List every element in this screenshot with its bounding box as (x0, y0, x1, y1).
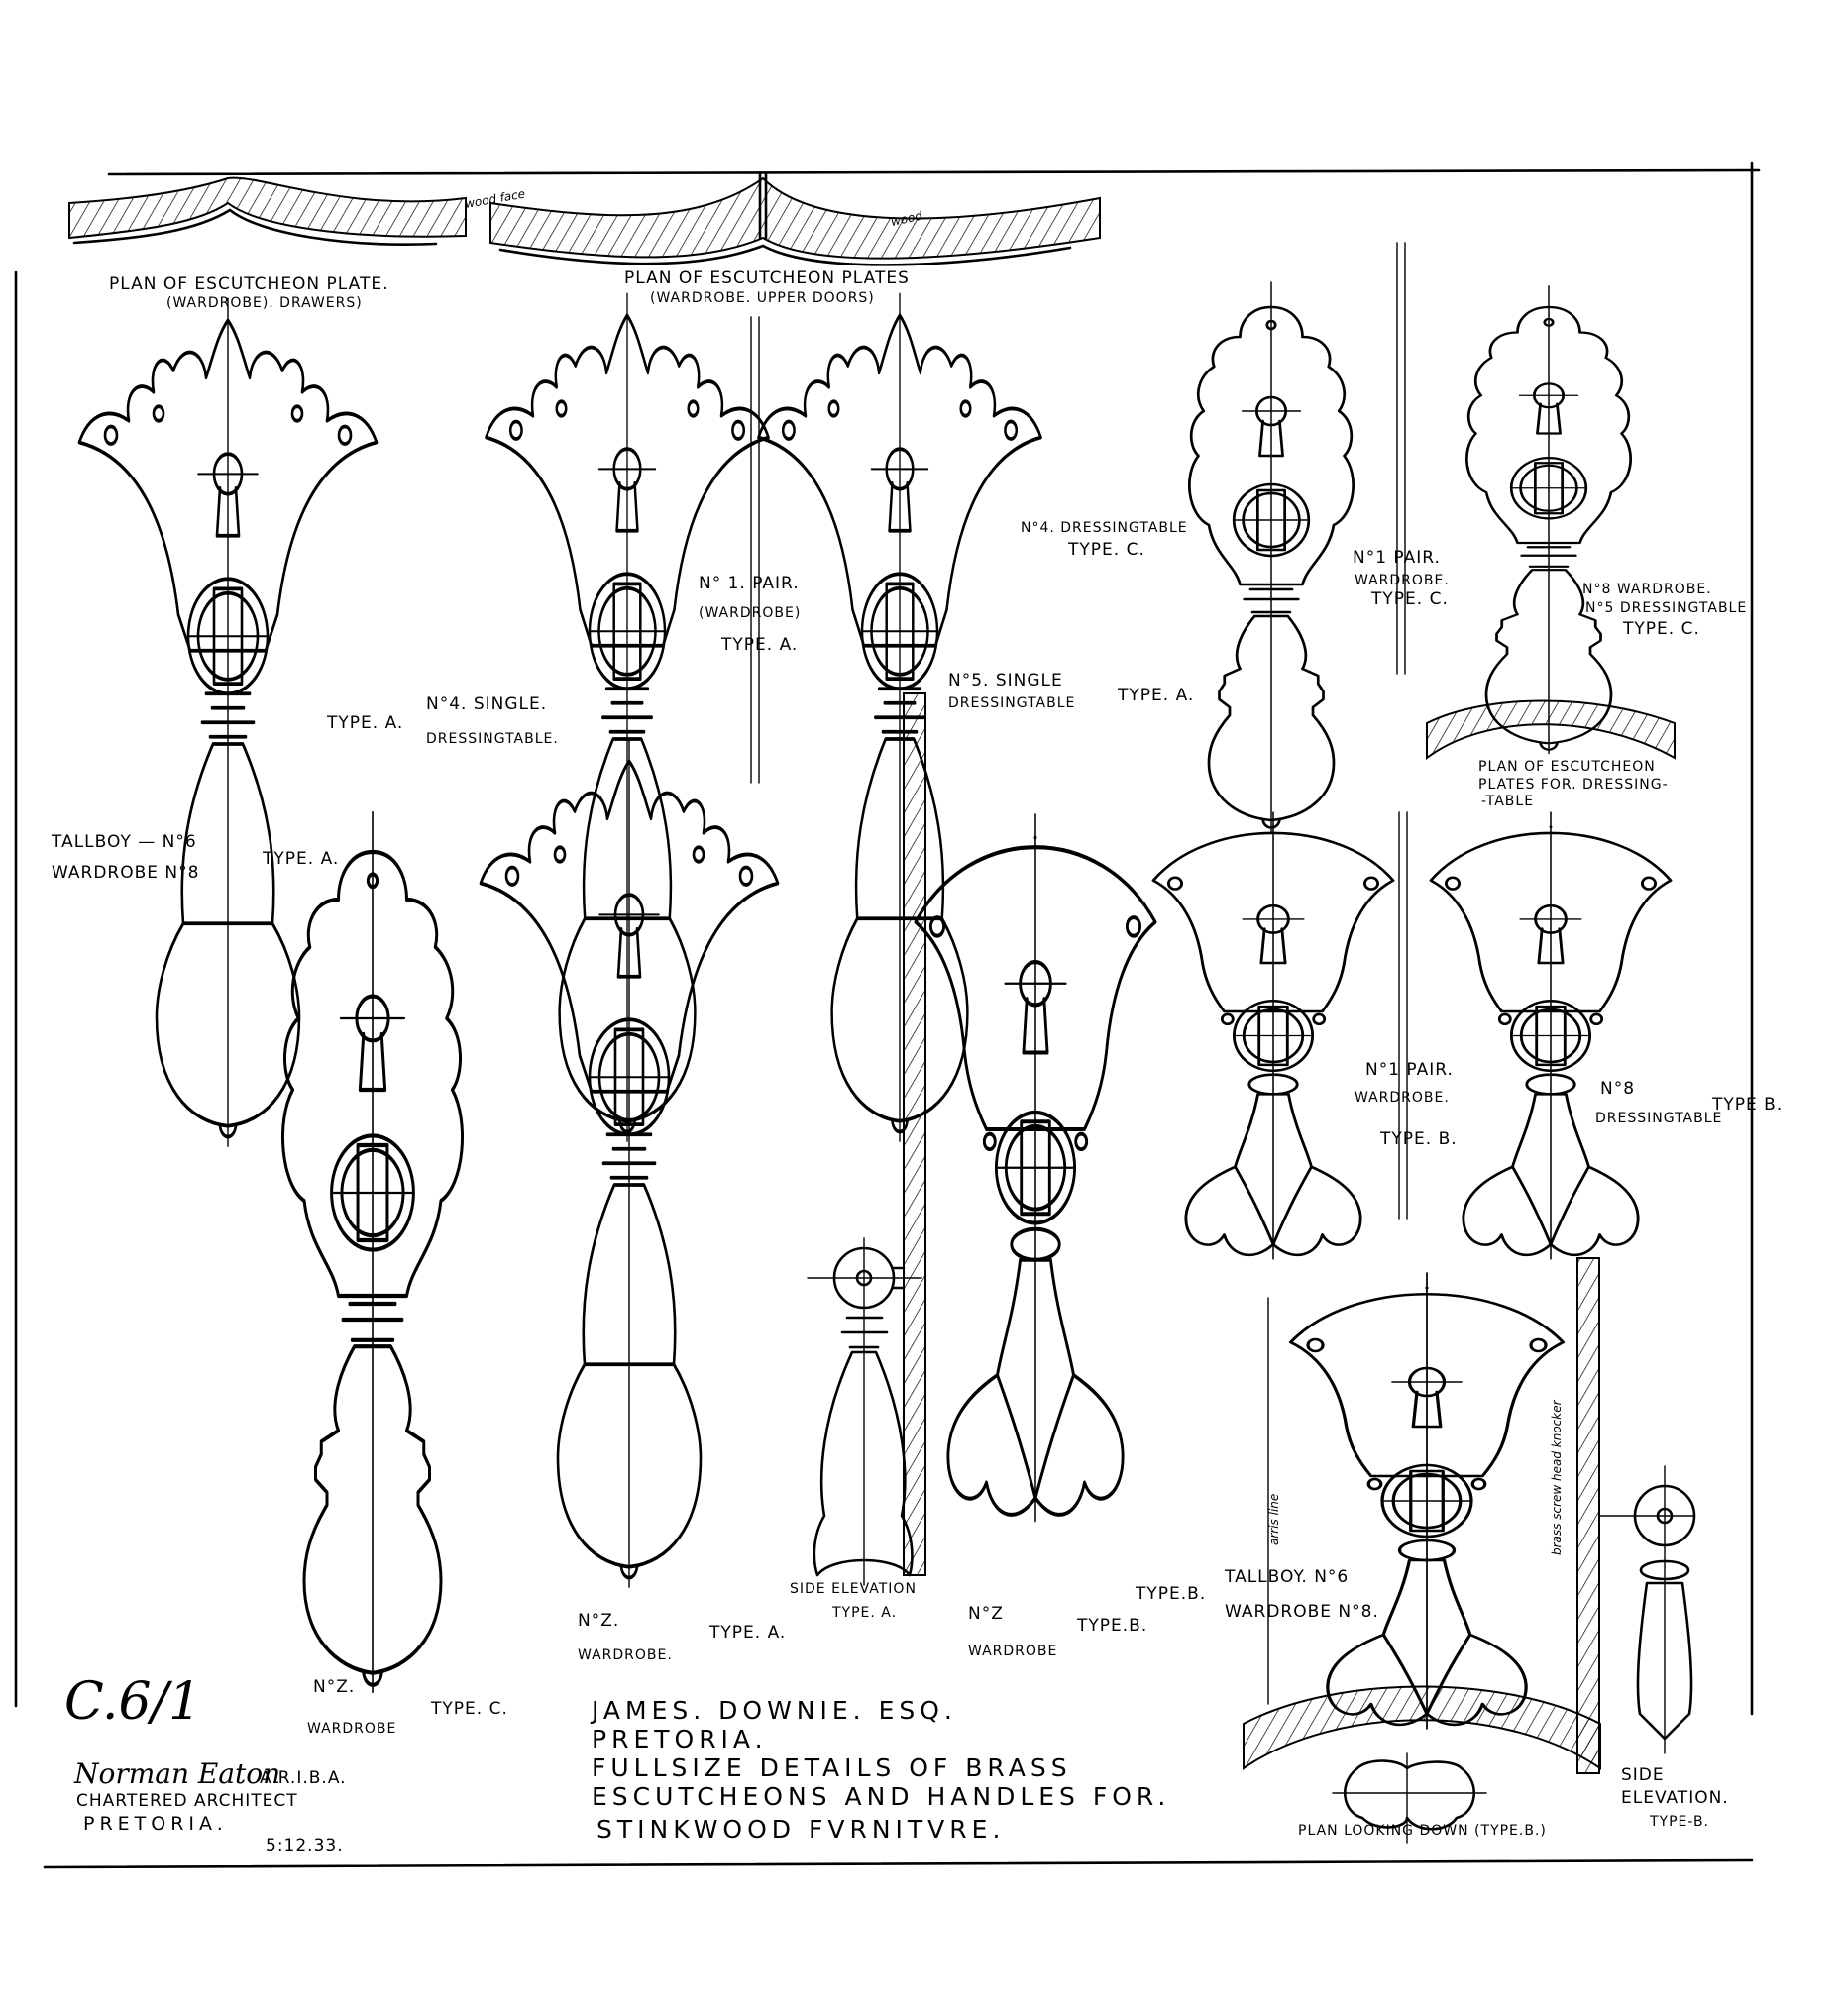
wall-section-type-b (1576, 1257, 1600, 1774)
plan-drawers-subtitle: (WARDROBE). DRAWERS) (166, 295, 363, 311)
plan-labels: PLAN OF ESCUTCHEON PLATE. (WARDROBE). DR… (109, 186, 1669, 1839)
construction-lines (751, 243, 1407, 1704)
label-n1-pair-c-type: TYPE. C. (1370, 589, 1449, 609)
side-elevation-type-a (808, 1238, 922, 1585)
plan-escutcheon-drawers (68, 176, 467, 246)
label-n5-single-line1: N°5. SINGLE (948, 671, 1063, 690)
label-nz-c-line1: N°Z. (313, 1677, 355, 1697)
label-n1-pair-b-line2: WARDROBE. (1355, 1090, 1450, 1106)
label-n4-single-type: TYPE. A. (326, 713, 403, 733)
label-tallboy-b-type: TYPE.B. (1135, 1584, 1206, 1604)
label-tallboy-b-line1: TALLBOY. N°6 (1224, 1567, 1349, 1587)
title-block: JAMES. DOWNIE. ESQ. PRETORIA. FULLSIZE D… (590, 1696, 1170, 1844)
wall-section-type-a (903, 692, 926, 1576)
label-side-elevation-b-line1: SIDE (1621, 1765, 1665, 1785)
plan-dressing-line2: PLATES FOR. DRESSING- (1478, 777, 1669, 793)
label-n8-b-line2: DRESSINGTABLE (1595, 1111, 1722, 1126)
label-n1-pair-b-type: TYPE. B. (1379, 1129, 1458, 1149)
architect-block: Norman Eaton A.R.I.B.A. CHARTERED ARCHIT… (73, 1757, 347, 1856)
label-n8-c-type: TYPE. C. (1622, 619, 1700, 639)
architect-qualification: A.R.I.B.A. (260, 1768, 347, 1788)
label-n1-pair-line2: (WARDROBE) (699, 605, 801, 621)
label-side-elevation-b-type: TYPE-B. (1649, 1814, 1709, 1830)
label-tallboy-line1: TALLBOY — N°6 (51, 832, 197, 852)
plan-looking-down-label: PLAN LOOKING DOWN (TYPE.B.) (1298, 1823, 1547, 1839)
label-nz-a-type: TYPE. A. (708, 1623, 786, 1643)
label-n1-pair-b-line1: N°1 PAIR. (1365, 1060, 1454, 1080)
label-n4-dressingtable-line1: N°4. DRESSINGTABLE (1021, 520, 1188, 536)
drawing-date: 5:12.33. (266, 1836, 344, 1856)
plan-looking-down-type-b (1333, 1753, 1486, 1843)
label-n5-single-line2: DRESSINGTABLE (948, 695, 1075, 711)
description-line3: STINKWOOD FVRNITVRE. (596, 1815, 1005, 1844)
label-n8-b-line1: N°8 (1600, 1079, 1635, 1099)
side-elevation-type-b (1599, 1466, 1694, 1753)
plan-upper-subtitle: (WARDROBE. UPPER DOORS) (650, 290, 875, 306)
sheet-reference: C.6/1 (64, 1672, 201, 1732)
arris-line-note: arris line (1267, 1494, 1281, 1545)
label-n8-c-line1: N°8 WARDROBE. (1582, 582, 1712, 597)
wood-note: wood (890, 208, 924, 228)
label-side-elevation-b-line2: ELEVATION. (1621, 1788, 1729, 1808)
label-n1-pair-line1: N° 1. PAIR. (699, 574, 800, 593)
label-nz-c-line2: WARDROBE (307, 1721, 396, 1737)
plan-upper-title: PLAN OF ESCUTCHEON PLATES (624, 268, 910, 288)
label-nz-a-line2: WARDROBE. (578, 1647, 673, 1663)
architect-city: PRETORIA. (83, 1813, 228, 1835)
description-line1: FULLSIZE DETAILS OF BRASS (592, 1753, 1072, 1782)
plan-dressing-line3: -TABLE (1481, 794, 1534, 809)
label-nz-a-line1: N°Z. (578, 1611, 619, 1631)
label-nz-b-type: TYPE.B. (1076, 1616, 1147, 1636)
label-tallboy-type: TYPE. A. (262, 849, 339, 869)
label-n1-pair-type: TYPE. A. (720, 635, 798, 655)
description-line2: ESCUTCHEONS AND HANDLES FOR. (592, 1782, 1170, 1811)
label-n4-single-line1: N°4. SINGLE. (426, 694, 547, 714)
label-n4-dressingtable-type: TYPE. C. (1067, 540, 1145, 560)
label-n8-c-line2: N°5 DRESSINGTABLE (1585, 600, 1747, 616)
handle-labels: TALLBOY — N°6 WARDROBE N°8 TYPE. A. N°4.… (51, 520, 1783, 1830)
plan-drawers-title: PLAN OF ESCUTCHEON PLATE. (109, 274, 389, 294)
label-side-elevation-a: SIDE ELEVATION (790, 1581, 917, 1597)
label-n1-pair-c-line2: WARDROBE. (1355, 573, 1450, 588)
plan-dressing-line1: PLAN OF ESCUTCHEON (1478, 759, 1656, 775)
label-n4-single-line2: DRESSINGTABLE. (426, 731, 559, 747)
brass-knocker-note: brass screw head knocker (1550, 1399, 1564, 1555)
label-n8-b-type: TYPE B. (1711, 1095, 1783, 1114)
architect-role: CHARTERED ARCHITECT (76, 1791, 298, 1811)
client-place: PRETORIA. (592, 1725, 768, 1753)
label-nz-c-type: TYPE. C. (430, 1699, 508, 1719)
plan-looking-down-curve (1243, 1685, 1601, 1770)
architect-signature: Norman Eaton (73, 1757, 280, 1790)
label-tallboy-b-line2: WARDROBE N°8. (1225, 1602, 1379, 1622)
client-name: JAMES. DOWNIE. ESQ. (590, 1696, 957, 1725)
sheet-frame (16, 163, 1759, 1867)
label-tallboy-line2: WARDROBE N°8 (52, 863, 199, 883)
label-n5-single-type: TYPE. A. (1117, 686, 1194, 705)
label-nz-b-line2: WARDROBE (968, 1644, 1057, 1659)
label-n1-pair-c-line1: N°1 PAIR. (1353, 548, 1441, 568)
label-nz-b-line1: N°Z (968, 1604, 1004, 1624)
label-side-elevation-a-type: TYPE. A. (831, 1605, 897, 1621)
plan-escutcheon-upper-doors (489, 171, 1101, 266)
plan-dressingtable-curve (1426, 699, 1676, 760)
